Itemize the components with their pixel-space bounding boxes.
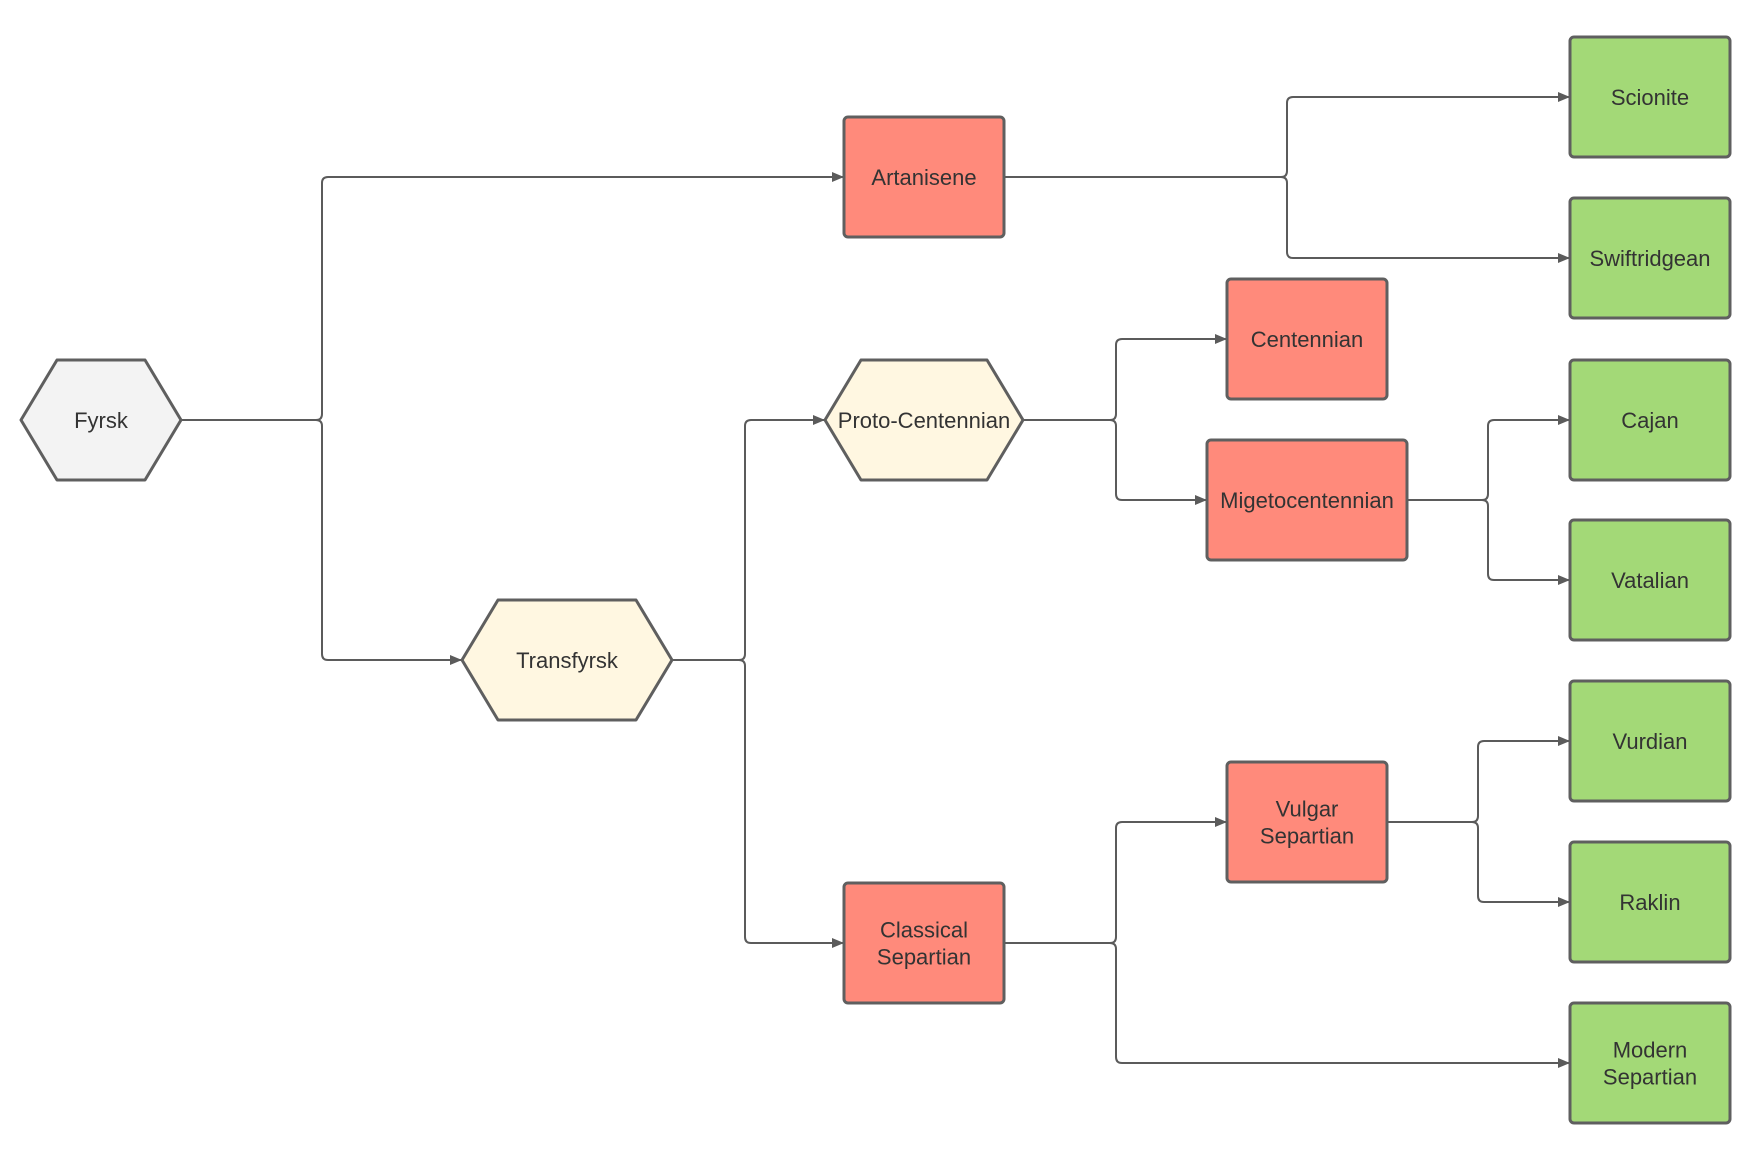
node-classical-separtian-label-line: Separtian — [877, 945, 971, 970]
node-artanisene-box — [842, 115, 1006, 239]
connector-classical-separtian-to-modern-separtian — [1004, 942, 1570, 1068]
node-artanisene[interactable]: Artanisene — [842, 115, 1006, 239]
node-fyrsk-label: Fyrsk — [74, 408, 129, 433]
node-vatalian[interactable]: Vatalian — [1568, 518, 1732, 642]
connector-migetocentennian-to-vatalian — [1407, 499, 1570, 585]
node-migetocentennian-box — [1205, 438, 1409, 562]
connector-artanisene-to-scionite — [1004, 92, 1570, 178]
node-swiftridgean-box — [1568, 196, 1732, 320]
connector-proto-centennian-to-centennian — [1023, 334, 1227, 421]
node-cajan[interactable]: Cajan — [1568, 358, 1732, 482]
node-artanisene-label: Artanisene — [871, 165, 976, 190]
node-vatalian-label-line: Vatalian — [1611, 568, 1689, 593]
node-vatalian-box — [1568, 518, 1732, 642]
connectors — [181, 92, 1570, 1068]
node-classical-separtian-box — [842, 881, 1006, 1005]
node-fyrsk-hexagon — [19, 358, 183, 482]
node-fyrsk[interactable]: Fyrsk — [19, 358, 183, 482]
node-raklin[interactable]: Raklin — [1568, 840, 1732, 964]
connector-classical-separtian-to-vulgar-separtian — [1004, 817, 1227, 944]
node-raklin-box — [1568, 840, 1732, 964]
node-migetocentennian-label: Migetocentennian — [1220, 488, 1394, 513]
node-swiftridgean[interactable]: Swiftridgean — [1568, 196, 1732, 320]
node-centennian-box — [1225, 277, 1389, 401]
connector-migetocentennian-to-cajan — [1407, 415, 1570, 501]
node-migetocentennian[interactable]: Migetocentennian — [1205, 438, 1409, 562]
node-cajan-label: Cajan — [1621, 408, 1678, 433]
node-cajan-box — [1568, 358, 1732, 482]
node-cajan-label-line: Cajan — [1621, 408, 1678, 433]
node-classical-separtian-label-line: Classical — [880, 918, 968, 943]
node-centennian-label-line: Centennian — [1251, 327, 1364, 352]
node-modern-separtian-box — [1568, 1001, 1732, 1125]
node-centennian-label: Centennian — [1251, 327, 1364, 352]
node-transfyrsk-label: Transfyrsk — [516, 648, 619, 673]
connector-artanisene-to-swiftridgean — [1004, 176, 1570, 263]
node-artanisene-label-line: Artanisene — [871, 165, 976, 190]
connector-transfyrsk-to-proto-centennian — [672, 415, 825, 661]
node-vulgar-separtian-label-line: Vulgar — [1276, 797, 1339, 822]
node-vurdian[interactable]: Vurdian — [1568, 679, 1732, 803]
node-modern-separtian-label-line: Modern — [1613, 1038, 1688, 1063]
connector-proto-centennian-to-migetocentennian — [1023, 419, 1207, 505]
node-vatalian-label: Vatalian — [1611, 568, 1689, 593]
node-proto-centennian-label: Proto-Centennian — [838, 408, 1010, 433]
node-proto-centennian[interactable]: Proto-Centennian — [823, 358, 1025, 482]
node-swiftridgean-label: Swiftridgean — [1589, 246, 1710, 271]
node-raklin-label-line: Raklin — [1619, 890, 1680, 915]
node-vurdian-label: Vurdian — [1612, 729, 1687, 754]
node-transfyrsk[interactable]: Transfyrsk — [460, 598, 674, 722]
connector-fyrsk-to-transfyrsk — [181, 419, 462, 665]
node-scionite-box — [1568, 35, 1732, 159]
node-proto-centennian-hexagon — [823, 358, 1025, 482]
node-scionite-label-line: Scionite — [1611, 85, 1689, 110]
node-scionite-label: Scionite — [1611, 85, 1689, 110]
connector-vulgar-separtian-to-vurdian — [1387, 736, 1570, 823]
node-transfyrsk-hexagon — [460, 598, 674, 722]
node-vurdian-box — [1568, 679, 1732, 803]
node-vurdian-label-line: Vurdian — [1612, 729, 1687, 754]
node-scionite[interactable]: Scionite — [1568, 35, 1732, 159]
node-centennian[interactable]: Centennian — [1225, 277, 1389, 401]
node-transfyrsk-label-line: Transfyrsk — [516, 648, 619, 673]
node-raklin-label: Raklin — [1619, 890, 1680, 915]
node-modern-separtian-label-line: Separtian — [1603, 1065, 1697, 1090]
node-proto-centennian-label-line: Proto-Centennian — [838, 408, 1010, 433]
node-vulgar-separtian-box — [1225, 760, 1389, 884]
connector-vulgar-separtian-to-raklin — [1387, 821, 1570, 907]
node-migetocentennian-label-line: Migetocentennian — [1220, 488, 1394, 513]
node-swiftridgean-label-line: Swiftridgean — [1589, 246, 1710, 271]
node-vulgar-separtian-label-line: Separtian — [1260, 824, 1354, 849]
node-fyrsk-label-line: Fyrsk — [74, 408, 129, 433]
connector-transfyrsk-to-classical-separtian — [672, 659, 844, 948]
connector-fyrsk-to-artanisene — [181, 172, 844, 421]
